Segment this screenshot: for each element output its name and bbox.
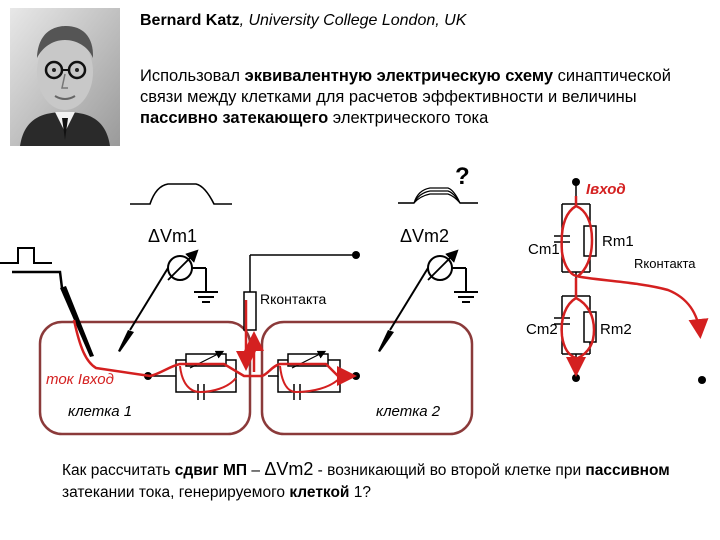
cell-2-resistor-arrow [291, 350, 327, 369]
question-text-2: – [247, 462, 265, 479]
cm2-label: Cm2 [526, 321, 558, 338]
cell-1-membrane-rc [148, 353, 237, 400]
rm2-label: Rm2 [600, 321, 632, 338]
r-contact-main-label: Rконтакта [260, 291, 326, 307]
cell-1-resistor-arrow [189, 350, 225, 369]
question-text-1: Как рассчитать [62, 462, 175, 479]
delta-vm1-label: ΔVm1 [148, 226, 197, 246]
current-path-right-b [575, 204, 594, 277]
tok-label: ток Iвход [46, 371, 114, 388]
trace-vm2 [398, 187, 478, 204]
question-bold-3: клеткой [289, 484, 350, 501]
trace-vm1 [130, 183, 232, 205]
right-far-node [698, 376, 706, 384]
portrait-photo [10, 8, 120, 146]
cell-2-outline [260, 320, 474, 436]
delta-vm2-label: ΔVm2 [400, 226, 449, 246]
author-header: Bernard Katz, University College London,… [140, 12, 466, 30]
cm1-label: Cm1 [528, 241, 560, 258]
intro-bold-2: пассивно затекающего [140, 109, 329, 127]
question-paragraph: Как рассчитать сдвиг МП – ΔVm2 - возника… [62, 458, 682, 504]
voltmeter-1-icon [118, 249, 218, 352]
question-text-4: затекании тока, генерируемого [62, 484, 290, 501]
question-text-5: 1? [349, 484, 372, 501]
r-contact-right-label: Rконтакта [634, 256, 696, 271]
author-affiliation: , University College London, UK [239, 12, 467, 29]
intro-text-2: синаптической связи между клетками для р… [140, 67, 671, 106]
intro-text-1: Использовал [140, 67, 245, 85]
question-mark-label: ? [455, 163, 470, 190]
cell-1-outline [38, 320, 252, 436]
current-path-cap-2 [279, 365, 341, 394]
stimulus-pulse-icon [0, 247, 52, 264]
current-path-right-c [560, 278, 586, 377]
cell-2-node [352, 372, 360, 380]
question-text-3: - возникающий во второй клетке при [313, 462, 586, 479]
right-bottom-node [572, 374, 580, 382]
intro-bold-1: эквивалентную электрическую схему [244, 67, 554, 85]
author-name: Bernard Katz [140, 12, 240, 29]
current-path-right-d [575, 296, 596, 360]
intro-text-3: электрического тока [328, 109, 489, 127]
stimulus-lead [12, 270, 64, 289]
current-path-cap [179, 365, 237, 394]
stimulating-electrode [60, 286, 94, 357]
cell-1-label: клетка 1 [68, 403, 132, 420]
rm1-label: Rm1 [602, 233, 634, 250]
voltmeter-2-icon [378, 249, 478, 352]
current-path-left [72, 319, 357, 386]
question-bold-1: сдвиг МП [174, 462, 248, 479]
i-input-label: Iвход [586, 181, 626, 198]
cell-2-label: клетка 2 [376, 403, 441, 420]
intro-paragraph: Использовал эквивалентную электрическую … [140, 66, 700, 129]
question-bold-2: пассивном [585, 462, 670, 479]
current-path-right [560, 196, 709, 339]
top-node-dot [352, 251, 360, 259]
question-delta: ΔVm2 [264, 459, 314, 479]
